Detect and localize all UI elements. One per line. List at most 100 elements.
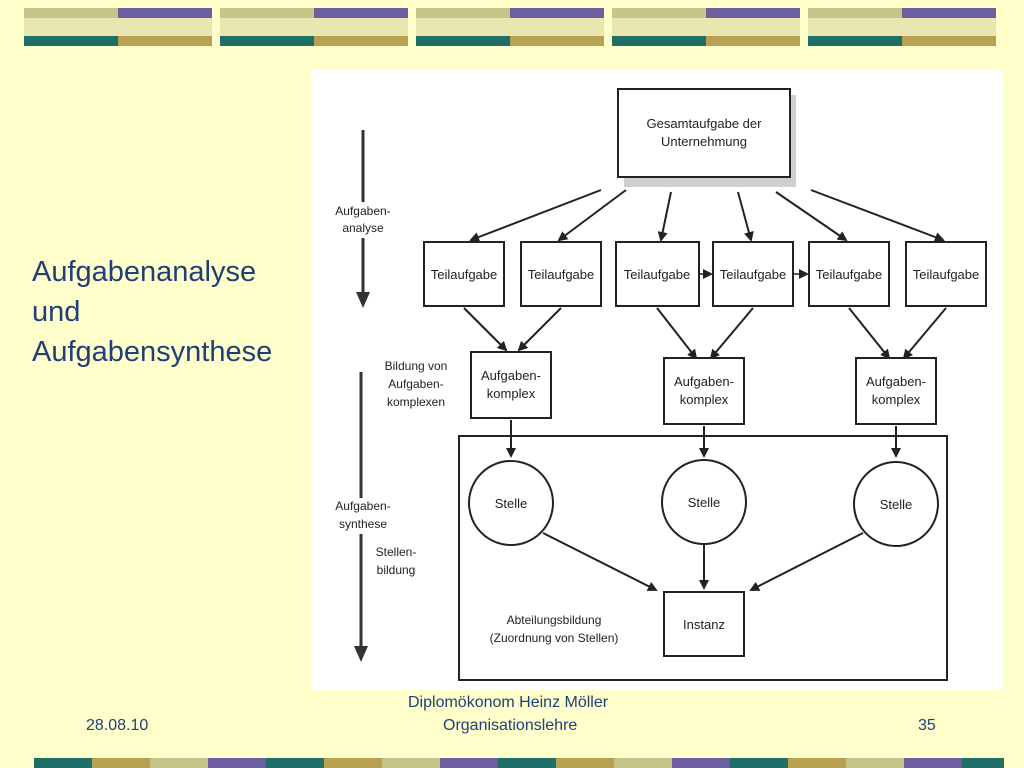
stripe-tile bbox=[510, 18, 604, 36]
footer-page-number: 35 bbox=[918, 717, 936, 734]
stripe-tile bbox=[416, 18, 510, 36]
stripe-tile bbox=[902, 36, 996, 46]
subtask-label: Teilaufgabe bbox=[624, 267, 691, 282]
subtask-label: Teilaufgabe bbox=[720, 267, 787, 282]
task-complex-box bbox=[855, 357, 937, 425]
task-complex-label: Aufgaben- bbox=[674, 374, 734, 389]
stripe-tile bbox=[382, 758, 440, 768]
stripe-tile bbox=[902, 8, 996, 18]
subtask-box bbox=[423, 241, 505, 307]
stripe-tile bbox=[24, 18, 118, 36]
stripe-tile bbox=[324, 758, 382, 768]
total-task-box bbox=[617, 88, 791, 178]
stripe-tile bbox=[118, 36, 212, 46]
stripe-tile bbox=[24, 8, 118, 18]
subtask-label: Teilaufgabe bbox=[528, 267, 595, 282]
position-circle bbox=[468, 460, 554, 546]
title-line: Aufgabenanalyse bbox=[32, 256, 257, 288]
subtask-row: Teilaufgabe Teilaufgabe Teilaufgabe Teil… bbox=[423, 241, 987, 307]
stripe-tile bbox=[220, 18, 314, 36]
instance-box bbox=[663, 591, 745, 657]
stripe-tile bbox=[220, 36, 314, 46]
stripe-tile bbox=[612, 36, 706, 46]
stripe-tile bbox=[118, 8, 212, 18]
stripe-tile bbox=[24, 36, 118, 46]
analysis-arrows bbox=[469, 189, 945, 242]
stripe-tile bbox=[498, 758, 556, 768]
footer-date: 28.08.10 bbox=[86, 717, 149, 734]
position-circle bbox=[661, 459, 747, 545]
slide-title: Aufgabenanalyse und Aufgabensynthese bbox=[32, 252, 322, 372]
analysis-label: Aufgaben- bbox=[335, 204, 390, 218]
stripe-tile bbox=[788, 758, 846, 768]
position-label: Stelle bbox=[880, 497, 913, 512]
label-mask bbox=[325, 498, 403, 534]
stripe-tile bbox=[706, 8, 800, 18]
stripe-tile bbox=[314, 8, 408, 18]
instance-label: Instanz bbox=[683, 617, 725, 632]
subtask-box bbox=[808, 241, 890, 307]
stripe-tile bbox=[314, 36, 408, 46]
task-complex-label: komplex bbox=[487, 386, 536, 401]
footer-author: Diplomökonom Heinz Möller bbox=[408, 694, 609, 711]
stripe-tile bbox=[416, 8, 510, 18]
process-arrowhead bbox=[354, 646, 368, 662]
task-complex-label: komplex bbox=[680, 392, 729, 407]
position-formation-label: bildung bbox=[377, 563, 416, 577]
stripe-tile bbox=[672, 758, 730, 768]
process-arrowhead bbox=[356, 292, 370, 308]
stripe-tile bbox=[962, 758, 1004, 768]
title-line: Aufgabensynthese bbox=[32, 336, 273, 368]
position-label: Stelle bbox=[495, 496, 528, 511]
position-formation-label: Stellen- bbox=[376, 545, 417, 559]
bottom-decorative-band bbox=[0, 758, 1024, 768]
stripe-tile bbox=[612, 8, 706, 18]
complex-formation-label: komplexen bbox=[387, 395, 445, 409]
subtask-label: Teilaufgabe bbox=[913, 267, 980, 282]
stripe-tile bbox=[846, 758, 904, 768]
stripe-tile bbox=[220, 8, 314, 18]
stripe-tile bbox=[118, 18, 212, 36]
stripe-tile bbox=[808, 18, 902, 36]
analysis-label: analyse bbox=[342, 221, 384, 235]
stripe-tile bbox=[808, 8, 902, 18]
stripe-tile bbox=[614, 758, 672, 768]
title-line: und bbox=[32, 296, 81, 328]
position-circle bbox=[853, 461, 939, 547]
department-label: Abteilungsbildung bbox=[507, 613, 602, 627]
total-task-label: Unternehmung bbox=[661, 134, 747, 149]
department-label: (Zuordnung von Stellen) bbox=[490, 631, 619, 645]
stripe-tile bbox=[808, 36, 902, 46]
stripe-tile bbox=[510, 8, 604, 18]
task-complex-box bbox=[470, 351, 552, 419]
subtask-label: Teilaufgabe bbox=[431, 267, 498, 282]
stripe-tile bbox=[34, 758, 92, 768]
stripe-tile bbox=[706, 36, 800, 46]
synthesis-label: synthese bbox=[339, 517, 387, 531]
organization-diagram: Gesamtaufgabe der Unternehmung Teilaufga… bbox=[311, 70, 1003, 690]
position-arrows bbox=[506, 420, 901, 458]
subtask-box bbox=[905, 241, 987, 307]
stripe-tile bbox=[902, 18, 996, 36]
stripe-tile bbox=[150, 758, 208, 768]
position-label: Stelle bbox=[688, 495, 721, 510]
task-complex-label: Aufgaben- bbox=[866, 374, 926, 389]
stripe-tile bbox=[314, 18, 408, 36]
synthesis-label: Aufgaben- bbox=[335, 499, 390, 513]
subtask-box bbox=[615, 241, 700, 307]
complex-formation-label: Aufgaben- bbox=[388, 377, 443, 391]
stripe-tile bbox=[612, 18, 706, 36]
top-decorative-band bbox=[0, 8, 1024, 48]
total-task-label: Gesamtaufgabe der bbox=[647, 116, 763, 131]
stripe-tile bbox=[904, 758, 962, 768]
subtask-label: Teilaufgabe bbox=[816, 267, 883, 282]
stripe-tile bbox=[416, 36, 510, 46]
complex-arrows bbox=[463, 307, 947, 360]
stripe-tile bbox=[92, 758, 150, 768]
task-complex-label: Aufgaben- bbox=[481, 368, 541, 383]
footer-subject: Organisationslehre bbox=[443, 717, 578, 734]
subtask-box bbox=[712, 241, 794, 307]
subtask-box bbox=[520, 241, 602, 307]
stripe-tile bbox=[556, 758, 614, 768]
stripe-tile bbox=[730, 758, 788, 768]
